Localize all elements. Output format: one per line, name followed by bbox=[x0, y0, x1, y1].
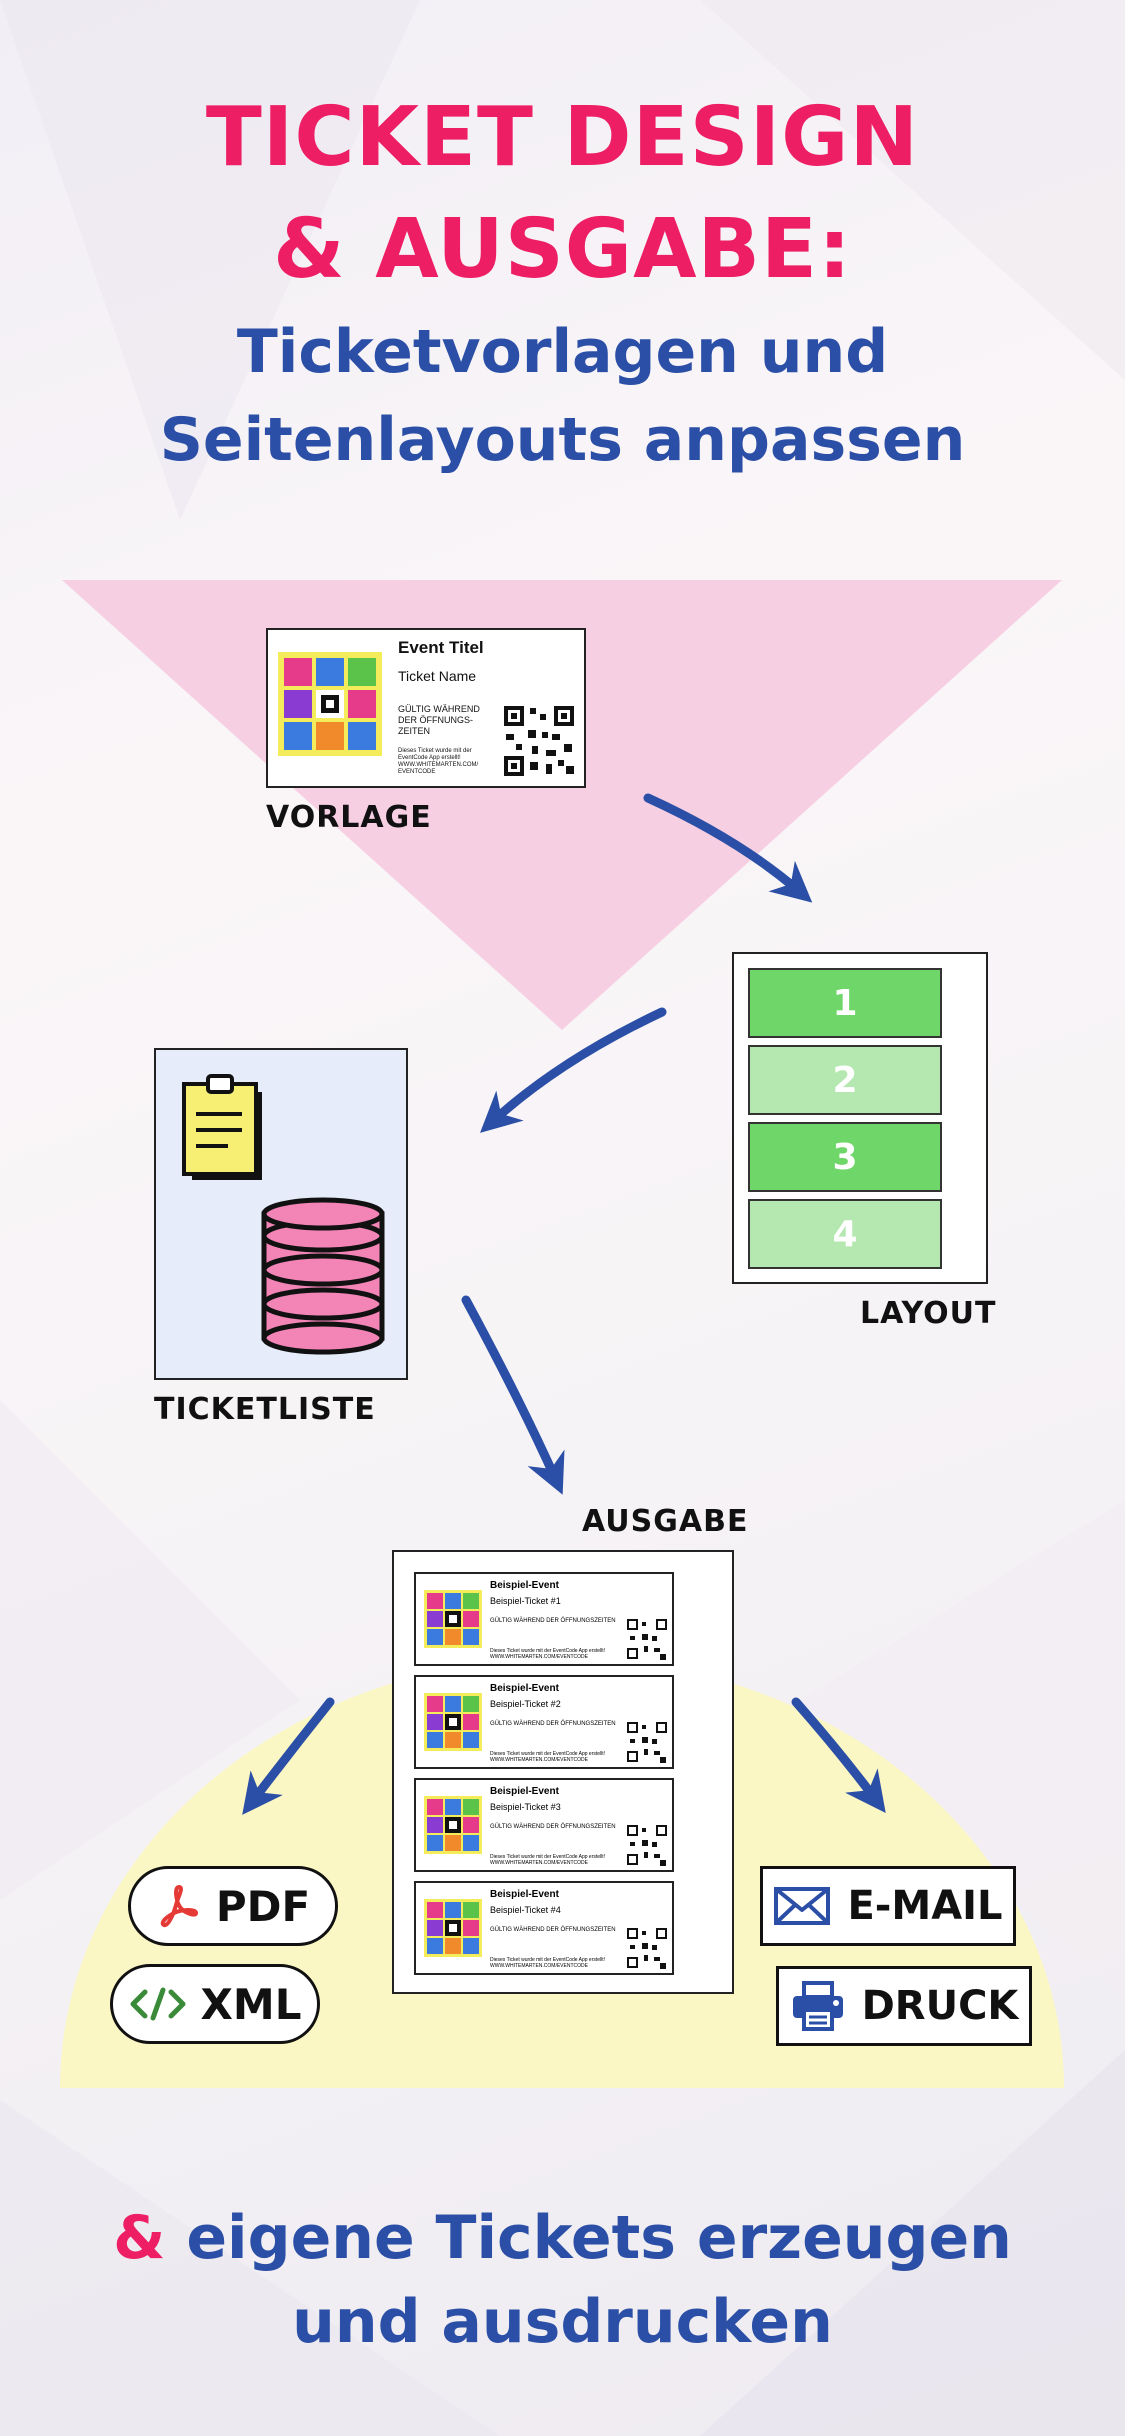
label-vorlage: VORLAGE bbox=[266, 800, 432, 835]
output-ticket-footer: Dieses Ticket wurde mit der EventCode Ap… bbox=[490, 1648, 606, 1660]
template-ticket-name: Ticket Name bbox=[398, 668, 477, 684]
output-ticket-validity: GÜLTIG WÄHREND DER ÖFFNUNGSZEITEN bbox=[490, 1927, 616, 1933]
email-label: E-MAIL bbox=[847, 1883, 1003, 1929]
subtitle-line-2: Seitenlayouts anpassen bbox=[159, 405, 966, 475]
qr-code-icon bbox=[626, 1618, 668, 1660]
label-ausgabe: AUSGABE bbox=[582, 1504, 749, 1539]
ticketliste-box bbox=[154, 1048, 408, 1380]
output-ticket-4: Beispiel-Event Beispiel-Ticket #4 GÜLTIG… bbox=[414, 1881, 674, 1975]
footer-line-1-text: eigene Tickets erzeugen bbox=[165, 2203, 1012, 2273]
database-icon bbox=[261, 1197, 385, 1355]
output-ticket-1: Beispiel-Event Beispiel-Ticket #1 GÜLTIG… bbox=[414, 1572, 674, 1666]
output-ticket-validity: GÜLTIG WÄHREND DER ÖFFNUNGSZEITEN bbox=[490, 1721, 616, 1727]
pdf-icon bbox=[160, 1885, 198, 1928]
eventcode-logo-icon bbox=[424, 1899, 482, 1957]
output-ticket-name: Beispiel-Ticket #2 bbox=[490, 1699, 561, 1709]
output-ticket-footer: Dieses Ticket wurde mit der EventCode Ap… bbox=[490, 1751, 606, 1763]
template-event-title: Event Titel bbox=[398, 638, 484, 657]
clipboard-icon bbox=[182, 1074, 262, 1180]
code-icon bbox=[130, 1987, 186, 2021]
template-ticket: Event Titel Ticket Name GÜLTIG WÄHREND D… bbox=[266, 628, 586, 788]
arrow-vorlage-to-layout bbox=[643, 793, 813, 903]
druck-button[interactable]: DRUCK bbox=[776, 1966, 1032, 2046]
output-ticket-name: Beispiel-Ticket #3 bbox=[490, 1802, 561, 1812]
eventcode-logo-icon bbox=[278, 652, 382, 756]
template-validity: GÜLTIG WÄHREND DER ÖFFNUNGS-ZEITEN bbox=[398, 704, 480, 736]
output-ticket-validity: GÜLTIG WÄHREND DER ÖFFNUNGSZEITEN bbox=[490, 1824, 616, 1830]
email-button[interactable]: E-MAIL bbox=[760, 1866, 1016, 1946]
output-ticket-name: Beispiel-Ticket #4 bbox=[490, 1905, 561, 1915]
xml-label: XML bbox=[200, 1979, 302, 2029]
output-ticket-footer: Dieses Ticket wurde mit der EventCode Ap… bbox=[490, 1957, 606, 1969]
layout-slot-1: 1 bbox=[748, 968, 942, 1038]
footer-line-2: und ausdrucken bbox=[292, 2287, 833, 2357]
footer-ampersand: & bbox=[113, 2203, 166, 2273]
output-ticket-name: Beispiel-Ticket #1 bbox=[490, 1596, 561, 1606]
layout-slot-3: 3 bbox=[748, 1122, 942, 1192]
output-ticket-title: Beispiel-Event bbox=[490, 1786, 559, 1797]
layout-slot-2: 2 bbox=[748, 1045, 942, 1115]
druck-label: DRUCK bbox=[861, 1983, 1019, 2029]
label-ticketliste: TICKETLISTE bbox=[154, 1392, 376, 1427]
layout-slot-4: 4 bbox=[748, 1199, 942, 1269]
eventcode-logo-icon bbox=[424, 1590, 482, 1648]
pdf-label: PDF bbox=[215, 1881, 311, 1931]
qr-code-icon bbox=[626, 1824, 668, 1866]
layout-page: 1 2 3 4 bbox=[732, 952, 988, 1284]
arrow-ticketliste-to-ausgabe bbox=[461, 1295, 565, 1495]
arrow-ausgabe-to-pdf bbox=[242, 1697, 335, 1815]
bg-facet bbox=[700, 0, 1125, 380]
template-footer: Dieses Ticket wurde mit der EventCode Ap… bbox=[398, 748, 479, 775]
bg-facet bbox=[700, 2050, 1125, 2436]
output-ticket-title: Beispiel-Event bbox=[490, 1580, 559, 1591]
output-ticket-footer: Dieses Ticket wurde mit der EventCode Ap… bbox=[490, 1854, 606, 1866]
output-ticket-title: Beispiel-Event bbox=[490, 1889, 559, 1900]
output-ticket-title: Beispiel-Event bbox=[490, 1683, 559, 1694]
arrow-layout-to-ticketliste bbox=[480, 1007, 667, 1133]
envelope-icon bbox=[774, 1887, 831, 1925]
pdf-button[interactable]: PDF bbox=[128, 1866, 338, 1946]
bg-facet bbox=[800, 1500, 1125, 2000]
bg-facet bbox=[0, 0, 420, 520]
output-ticket-3: Beispiel-Event Beispiel-Ticket #3 GÜLTIG… bbox=[414, 1778, 674, 1872]
xml-button[interactable]: XML bbox=[110, 1964, 320, 2044]
bg-facet bbox=[0, 2100, 500, 2436]
output-ticket-validity: GÜLTIG WÄHREND DER ÖFFNUNGSZEITEN bbox=[490, 1618, 616, 1624]
eventcode-logo-icon bbox=[424, 1693, 482, 1751]
footer-line-1: & eigene Tickets erzeugen bbox=[0, 2198, 1125, 2278]
qr-code-icon bbox=[626, 1721, 668, 1763]
bg-facet bbox=[0, 1400, 300, 1900]
label-layout: LAYOUT bbox=[860, 1296, 997, 1331]
qr-code-icon bbox=[502, 704, 576, 778]
title-line-1: TICKET DESIGN bbox=[205, 90, 920, 185]
subtitle-line-1: Ticketvorlagen und bbox=[236, 317, 889, 387]
qr-code-icon bbox=[626, 1927, 668, 1969]
title-line-2: & AUSGABE: bbox=[273, 202, 852, 297]
output-ticket-2: Beispiel-Event Beispiel-Ticket #2 GÜLTIG… bbox=[414, 1675, 674, 1769]
arrow-ausgabe-to-email bbox=[791, 1697, 886, 1813]
eventcode-logo-icon bbox=[424, 1796, 482, 1854]
output-sheet: Beispiel-Event Beispiel-Ticket #1 GÜLTIG… bbox=[392, 1550, 734, 1994]
printer-icon bbox=[792, 1981, 843, 2031]
